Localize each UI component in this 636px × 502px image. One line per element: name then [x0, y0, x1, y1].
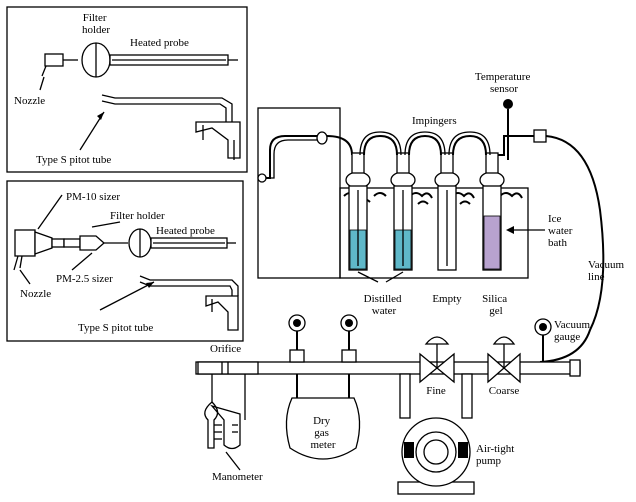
vacuum-line-label: Vacuum line: [588, 259, 627, 283]
ice-water-bath-label: Ice water bath: [548, 213, 575, 249]
heated-probe-label-bottom: Heated probe: [156, 225, 215, 237]
nozzle-label-top: Nozzle: [14, 95, 45, 107]
pitot-tube-bottom: [139, 275, 239, 331]
manometer: [204, 374, 246, 450]
air-tight-pump-label: Air-tight pump: [476, 443, 517, 467]
vacuum-gauge-label: Vacuum gauge: [554, 319, 593, 343]
heated-probe-label-top: Heated probe: [130, 37, 189, 49]
dry-gas-meter-label: Dry gas meter: [310, 415, 335, 451]
impinger-1: [345, 152, 371, 271]
probe-panel-bottom: PM-10 sizer Filter holder Heated probe P…: [6, 180, 244, 342]
nozzle-label-bottom: Nozzle: [20, 288, 51, 300]
pm25-sizer-label: PM-2.5 sizer: [56, 273, 113, 285]
filter-holder-label-bottom: Filter holder: [110, 210, 165, 222]
vacuum-gauge: [534, 318, 552, 362]
filter-holder-label-top-l1: Filter: [83, 12, 107, 24]
pitot-label-bottom: Type S pitot tube: [78, 322, 153, 334]
pitot-tube-top: [101, 94, 241, 160]
vacuum-line: [539, 135, 605, 363]
impinger-2: [390, 152, 416, 271]
temperature-sensor-label: Temperature sensor: [475, 71, 533, 95]
pitot-label-top: Type S pitot tube: [36, 154, 111, 166]
impinger-4: [479, 152, 505, 271]
coarse-label: Coarse: [489, 385, 520, 397]
silica-gel: [483, 215, 501, 270]
temperature-sensor: [503, 99, 547, 160]
fine-label: Fine: [426, 385, 446, 397]
filter-box: [257, 107, 341, 279]
impinger-3: [434, 152, 460, 271]
orifice-label: Orifice: [210, 343, 241, 355]
pump-bypass: [399, 373, 473, 419]
orifice: [197, 361, 259, 375]
nozzle-top: [44, 53, 64, 67]
panel-frame-top: [6, 6, 248, 173]
distilled-water-label: Distilled water: [364, 293, 405, 317]
silica-gel-label: Silica gel: [482, 293, 510, 317]
air-tight-pump: [397, 417, 475, 495]
impingers-label: Impingers: [412, 115, 457, 127]
filter-holder-label-top-l2: holder: [82, 24, 110, 36]
impinger-connectors: [359, 131, 536, 156]
panel-frame-bottom: [6, 180, 244, 342]
main-pipe: [195, 359, 581, 377]
empty-label: Empty: [432, 293, 462, 305]
probe-panel-top: Filter holder Heated probe Nozzle Type S…: [6, 6, 248, 173]
ice-bath: [339, 187, 529, 279]
filter-holder-label-top: Filter holder: [82, 12, 110, 36]
dry-gas-meter: [285, 349, 361, 460]
pm25-sizer: [63, 235, 128, 251]
manometer-label: Manometer: [212, 471, 263, 483]
pm10-sizer: [13, 229, 65, 271]
pm10-sizer-label: PM-10 sizer: [66, 191, 120, 203]
fine-valve: [419, 336, 455, 384]
heated-box: [257, 107, 353, 279]
coarse-valve: [487, 336, 521, 384]
